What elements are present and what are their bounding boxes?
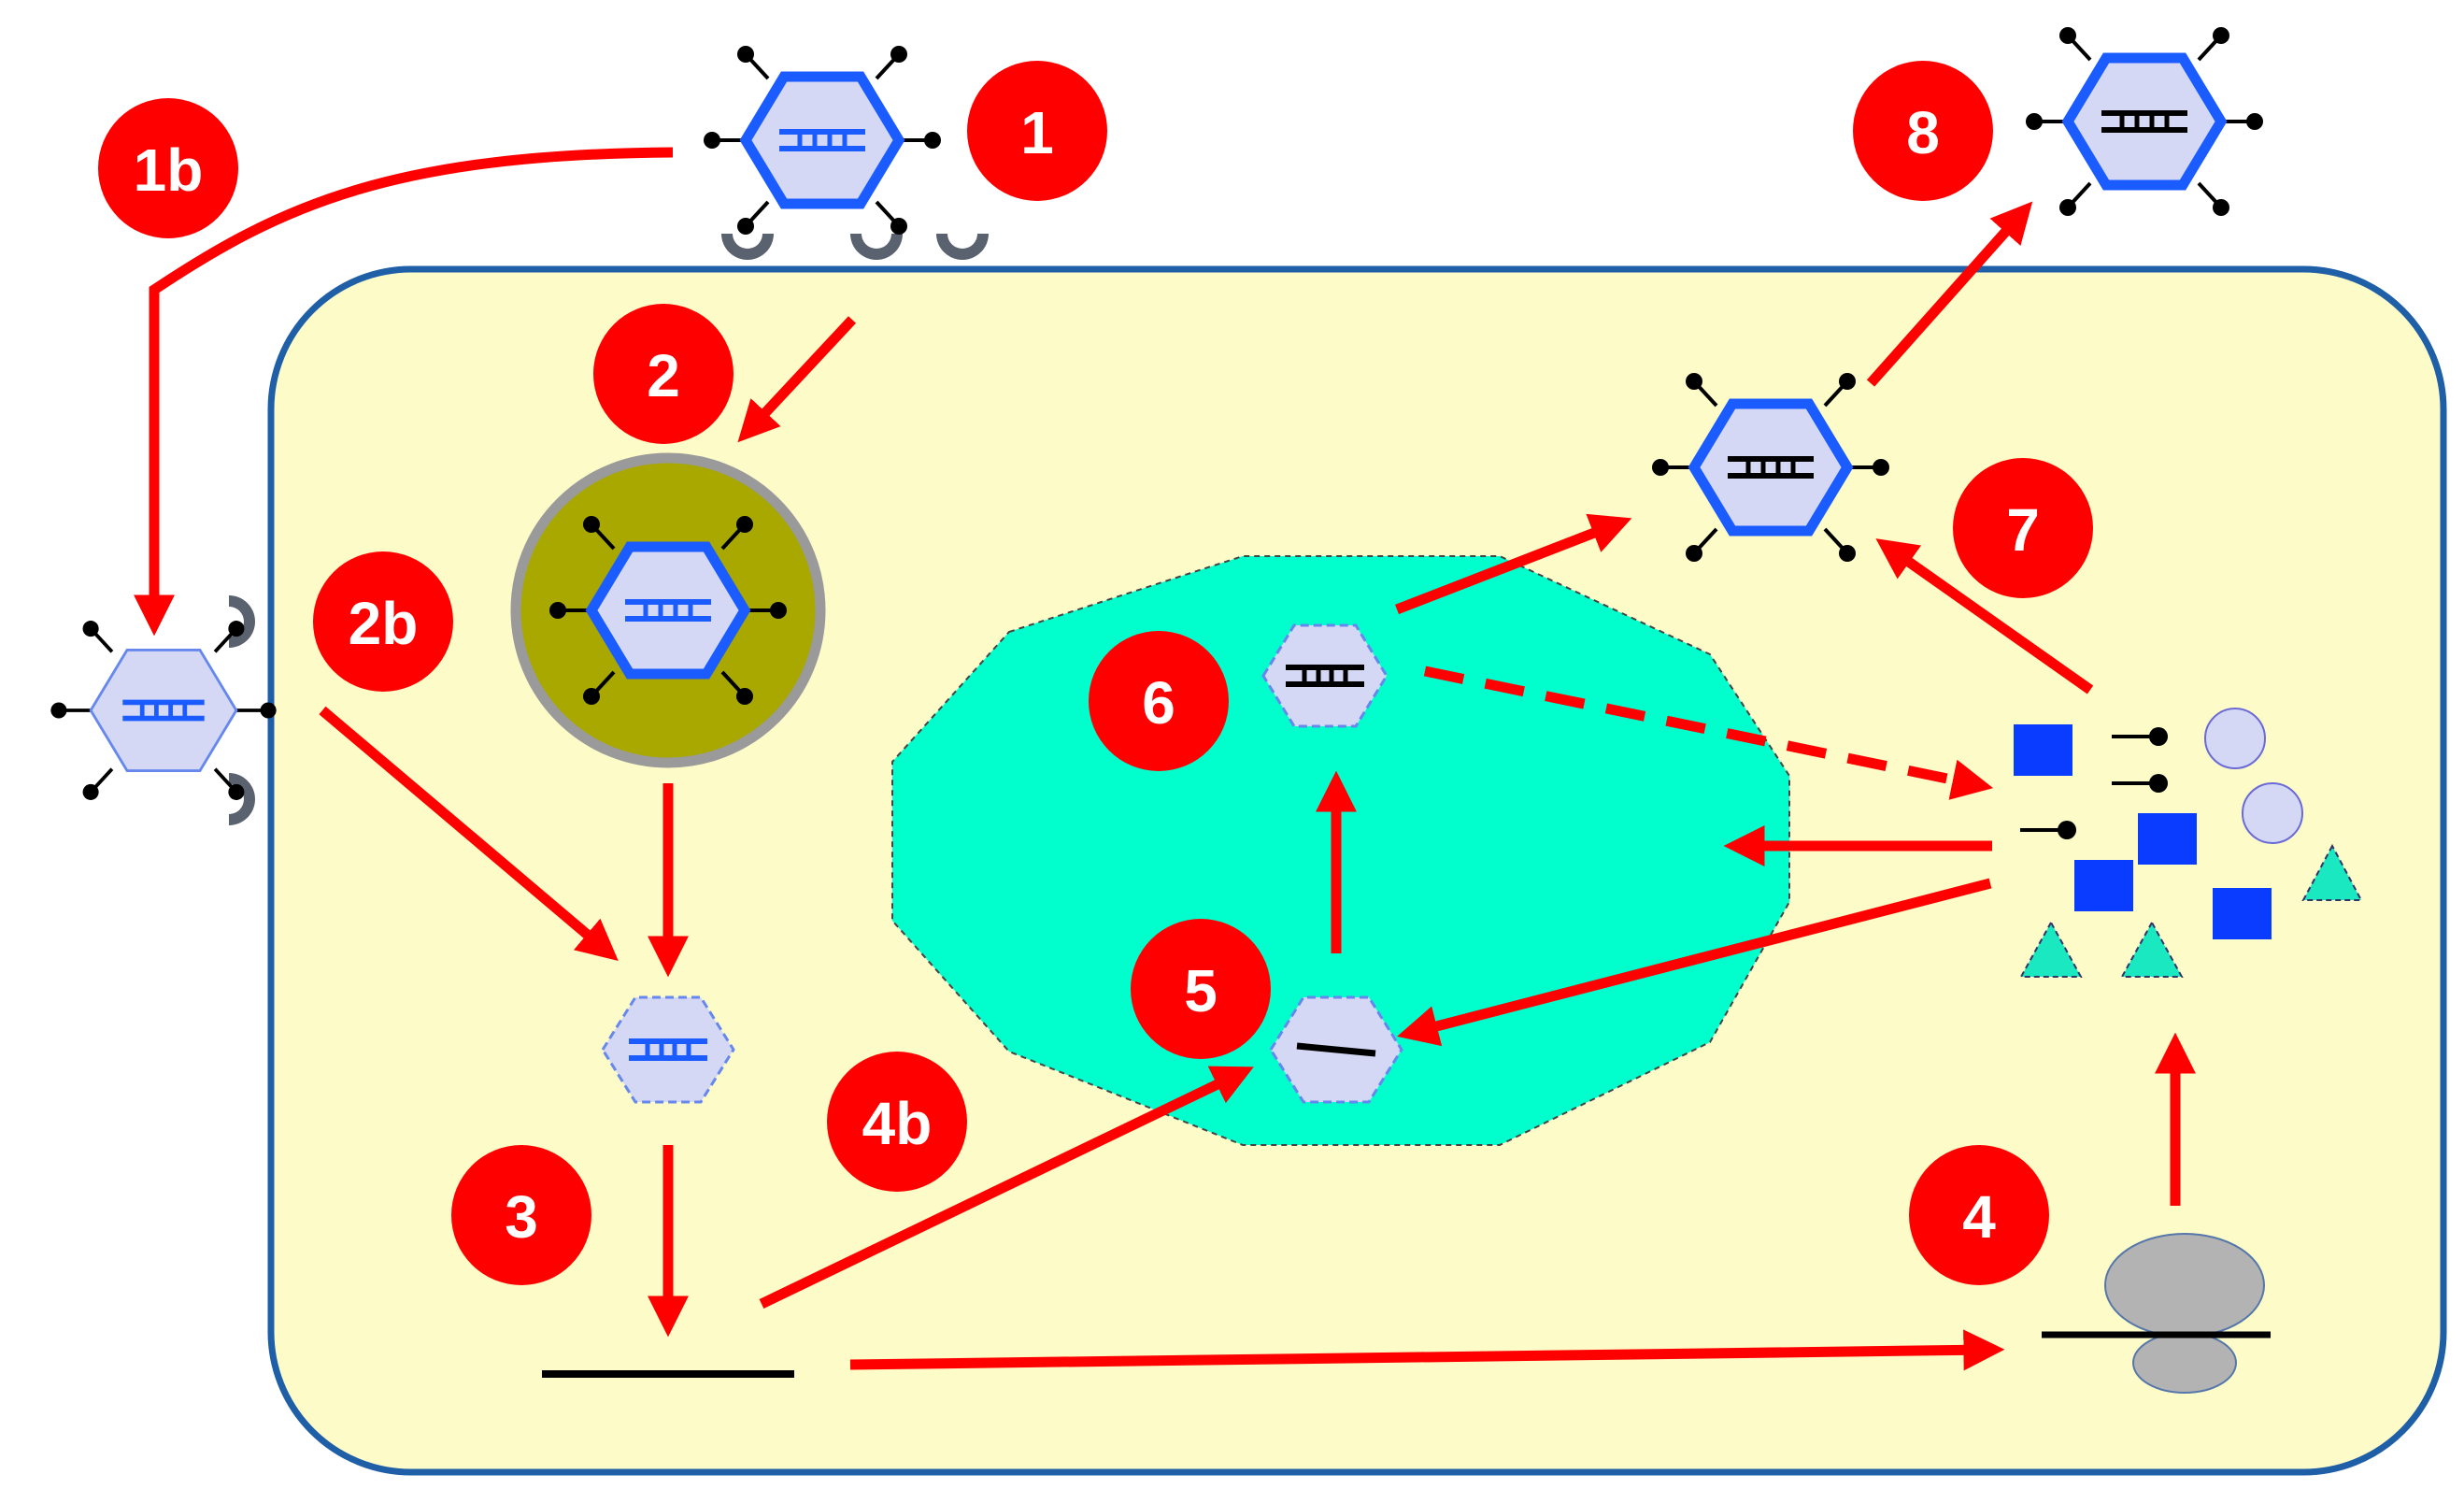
- protein-square: [2213, 888, 2272, 939]
- receptor-top-2: [850, 234, 903, 260]
- arrow-protein-to-capsid: [1397, 878, 1992, 1047]
- protein-triangle: [2301, 843, 2363, 901]
- step-label-5: 5: [1184, 957, 1218, 1024]
- step-badge-8: 8: [1853, 61, 1993, 201]
- capsid-single-strand: [1269, 995, 1403, 1104]
- step-label-6: 6: [1142, 669, 1175, 737]
- step-badge-1b: 1b: [98, 98, 238, 238]
- arrow-to-ribosome: [849, 1329, 2005, 1371]
- step-label-3: 3: [505, 1183, 538, 1251]
- protein-triangle: [2019, 920, 2083, 978]
- capsid-replicated-genome: [1261, 623, 1389, 728]
- arrow-2b: [319, 706, 619, 961]
- receptor-top-3: [936, 234, 989, 260]
- protein-circle: [2242, 782, 2303, 844]
- arrows: [134, 147, 2196, 1371]
- receptor-top-1: [721, 234, 774, 260]
- step-badge-4b: 4b: [827, 1052, 967, 1192]
- virion-fusion: [50, 621, 277, 800]
- step-badge-2: 2: [593, 304, 734, 444]
- step-label-1: 1: [1020, 99, 1054, 166]
- step-badge-2b: 2b: [313, 551, 453, 692]
- ribosome: [2042, 1233, 2271, 1394]
- arrow-7: [1875, 538, 2094, 694]
- step-badge-7: 7: [1953, 458, 2093, 598]
- step-label-4: 4: [1962, 1183, 1996, 1251]
- step-badge-3: 3: [451, 1145, 591, 1285]
- protein-square: [2014, 724, 2072, 776]
- virion-attachment: [704, 46, 941, 235]
- arrow-2: [737, 316, 857, 443]
- uncoating-capsid: [601, 995, 735, 1104]
- step-badge-4: 4: [1909, 1145, 2049, 1285]
- step-label-1b: 1b: [134, 136, 204, 204]
- arrow-1b: [134, 147, 674, 637]
- step-label-2b: 2b: [349, 590, 419, 657]
- step-label-4b: 4b: [862, 1090, 933, 1157]
- protein-triangle: [2120, 920, 2184, 978]
- viral-proteins: [2014, 708, 2363, 978]
- released-virion: [2026, 27, 2263, 216]
- protein-circle: [2204, 708, 2266, 769]
- arrow-8: [1866, 201, 2033, 387]
- arrow-6-dashed: [1423, 666, 1994, 800]
- step-badge-5: 5: [1131, 919, 1271, 1059]
- protein-square: [2074, 860, 2133, 911]
- step-label-8: 8: [1906, 99, 1940, 166]
- step-label-7: 7: [2006, 496, 2040, 564]
- step-badge-1: 1: [967, 61, 1107, 201]
- step-label-2: 2: [647, 342, 680, 409]
- step-badge-6: 6: [1089, 631, 1229, 771]
- arrow-4b: [759, 1066, 1254, 1309]
- arrow-6: [1395, 513, 1632, 615]
- protein-square: [2138, 813, 2197, 865]
